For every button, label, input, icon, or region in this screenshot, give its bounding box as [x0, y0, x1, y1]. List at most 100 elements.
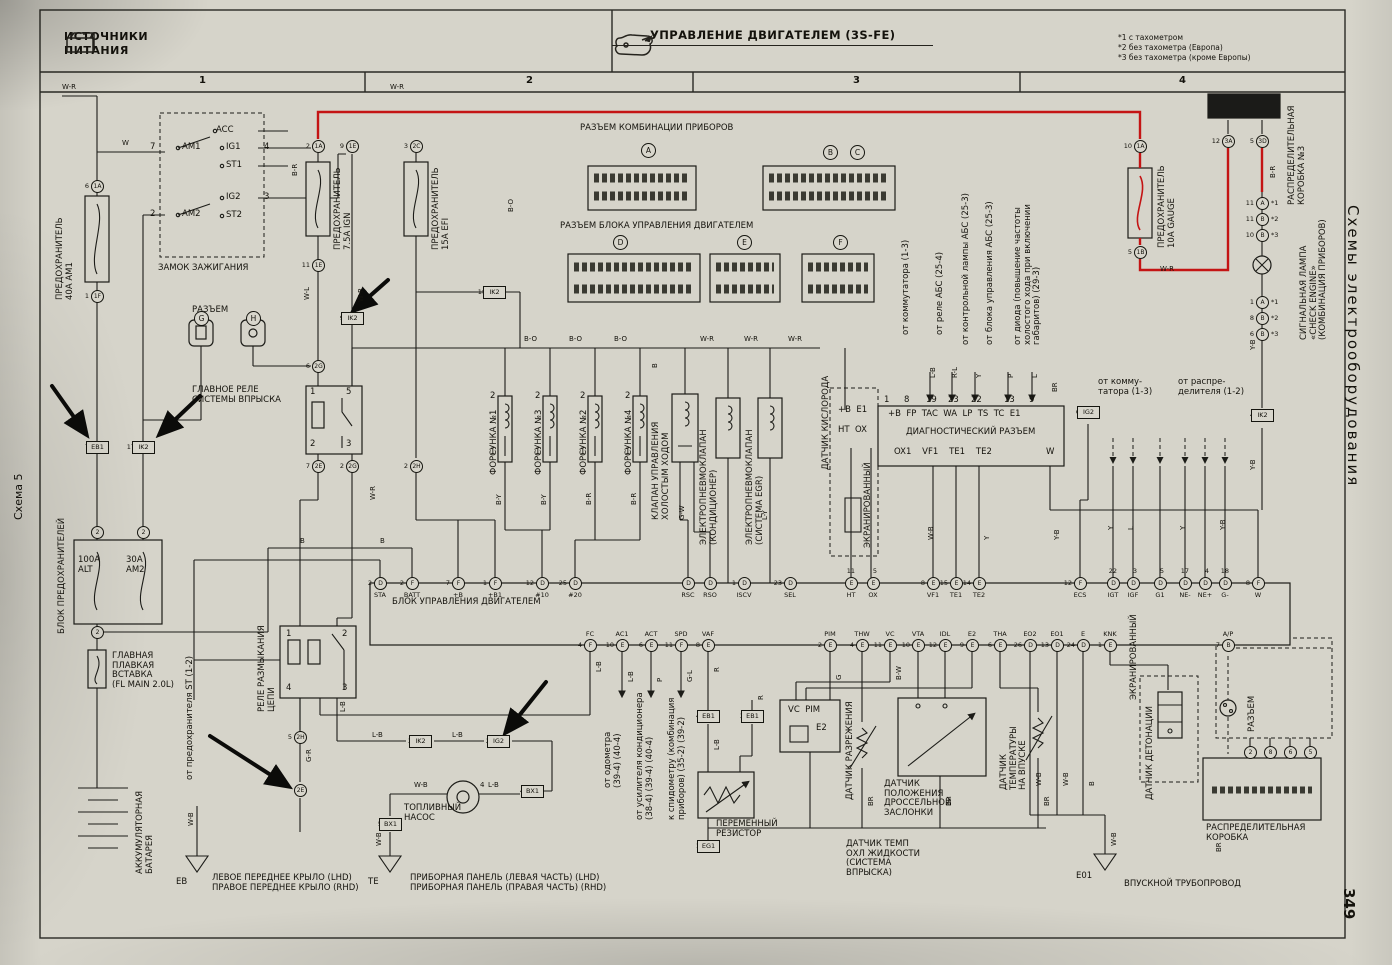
label: 100А ALT: [78, 555, 101, 575]
label: 1: [884, 395, 890, 405]
pin-name: VF1: [926, 591, 940, 599]
label: +B FP TAC WA LP TS TC E1: [888, 409, 1021, 419]
ignition-switch-label: ЗАМОК ЗАЖИГАНИЯ: [158, 263, 249, 273]
pin-name: RSO: [703, 591, 717, 599]
pin-number: 10: [1123, 142, 1132, 150]
pin-number: 10: [605, 641, 614, 649]
label: 3: [342, 683, 348, 693]
pin-circle: 1F: [91, 290, 104, 303]
junction-box-3-label: РАСПРЕДЕЛИТЕЛЬНАЯ КОРОБКА №3: [1287, 105, 1307, 205]
wire-color-label: W-R: [369, 485, 377, 500]
pin-name: VAF: [701, 630, 715, 638]
pin-name: NE-: [1179, 591, 1191, 599]
wire-color-label: P: [656, 677, 664, 682]
pin-circle: E: [912, 639, 925, 652]
pin-circle: E: [867, 577, 880, 590]
fuse-15a-efi-label: ПРЕДОХРАНИТЕЛЬ 15А EFI: [431, 167, 451, 250]
wire-color-label: BR: [867, 796, 875, 806]
pin-circle: B: [823, 145, 838, 160]
wire-color-label: W-L: [303, 286, 311, 300]
pin-number: 5: [1127, 248, 1132, 256]
pin-circle: 1A: [1134, 140, 1147, 153]
pin-circle: D: [682, 577, 695, 590]
pin-name: +B: [453, 591, 463, 599]
wire-color-label: G-W: [678, 505, 686, 520]
pin-circle: E: [884, 639, 897, 652]
wire-color-label: W-R: [788, 335, 803, 343]
label: 1: [310, 387, 316, 397]
pin-number: 8: [695, 641, 700, 649]
pin-number: 5: [287, 733, 292, 741]
pin-number: 10: [901, 641, 910, 649]
pin-name: ISCV: [736, 591, 752, 599]
wire-color-label: Y-B: [1249, 339, 1257, 350]
pin-number: 7: [445, 579, 450, 587]
check-engine-lamp-label: СИГНАЛЬНАЯ ЛАМПА «CHECK ENGINE» (КОМБИНА…: [1299, 219, 1329, 340]
pin-number: 6: [987, 641, 992, 649]
pin-box: IK2: [483, 286, 506, 299]
wire-color-label: 4: [480, 781, 485, 789]
label: 3: [264, 192, 270, 202]
footnote-1: *1 с тахометром: [1118, 33, 1184, 42]
pin-number: 15: [939, 579, 948, 587]
pin-circle: E: [950, 577, 963, 590]
pin-number: 14: [962, 579, 971, 587]
pin-number: 2: [399, 579, 404, 587]
label: +B E1: [838, 405, 868, 415]
section-title: Схемы электрооборудования: [1344, 205, 1362, 488]
pin-name: AC1: [615, 630, 629, 638]
label: HT OX: [838, 425, 867, 435]
label: ST2: [226, 210, 242, 220]
pin-circle: F: [584, 639, 597, 652]
wire-color-label: W-R: [1160, 265, 1175, 273]
pin-note: *1: [1271, 298, 1279, 306]
pin-name: IGT: [1107, 591, 1119, 599]
wire-color-label: R: [713, 667, 721, 672]
column-marker-2: 2: [526, 75, 533, 86]
wire-color-label: L-B: [372, 731, 383, 739]
wire-color-label: BR: [1215, 842, 1223, 852]
vertical-label: к спидометру (комбинация приборов) (35-2…: [667, 697, 687, 820]
pin-number: 5: [1159, 567, 1164, 575]
idle-control-valve-label: КЛАПАН УПРАВЛЕНИЯ ХОЛОСТЫМ ХОДОМ: [651, 421, 671, 520]
wire-color-label: L-B: [595, 661, 603, 672]
pin-box: IK2: [341, 312, 364, 325]
pin-number: 2: [305, 142, 310, 150]
pin-number: 11: [846, 567, 855, 575]
label: 30А АМ2: [126, 555, 145, 575]
pin-circle: 5: [1304, 746, 1317, 759]
pin-circle: D: [1154, 577, 1167, 590]
pin-circle: F: [1252, 577, 1265, 590]
connector-pin-strips: [574, 173, 1312, 794]
pin-circle: D: [1077, 639, 1090, 652]
pin-number: 7: [305, 462, 310, 470]
scheme-number: Схема 5: [12, 473, 25, 521]
pin-number: 6: [638, 641, 643, 649]
wire-color-label: W-B: [927, 526, 935, 540]
label: 1: [490, 447, 496, 457]
label: 22: [971, 395, 982, 405]
pin-name: PIM: [824, 630, 836, 638]
label: ST1: [226, 160, 242, 170]
pin-number: 5: [1249, 137, 1254, 145]
label: 2: [580, 391, 586, 401]
component-symbols: [73, 93, 1322, 821]
junction-box-label: РАСПРЕДЕЛИТЕЛЬНАЯ КОРОБКА: [1206, 823, 1306, 843]
pin-name: KNK: [1103, 630, 1117, 638]
pin-number: 2: [367, 579, 372, 587]
pin-circle: A: [1256, 296, 1269, 309]
pin-circle: E: [645, 639, 658, 652]
pin-circle: B: [1222, 639, 1235, 652]
pin-name: NE+: [1197, 591, 1213, 599]
oxygen-sensor-label: ДАТЧИК КИСЛОРОДА: [821, 375, 831, 470]
pin-number: 9: [959, 641, 964, 649]
pin-circle: D: [374, 577, 387, 590]
pin-circle: B: [1256, 312, 1269, 325]
fuse-40a-am1-label: ПРЕДОХРАНИТЕЛЬ 40А АМ1: [55, 217, 75, 300]
engine-icon: [614, 34, 653, 56]
vacuum-sensor-label: ДАТЧИК РАЗРЕЖЕНИЯ: [845, 701, 855, 800]
pin-name: ECS: [1073, 591, 1087, 599]
pin-circle: F: [675, 639, 688, 652]
wire-color-label: Y-B: [1249, 459, 1257, 470]
wire-color-label: Y: [983, 535, 991, 540]
